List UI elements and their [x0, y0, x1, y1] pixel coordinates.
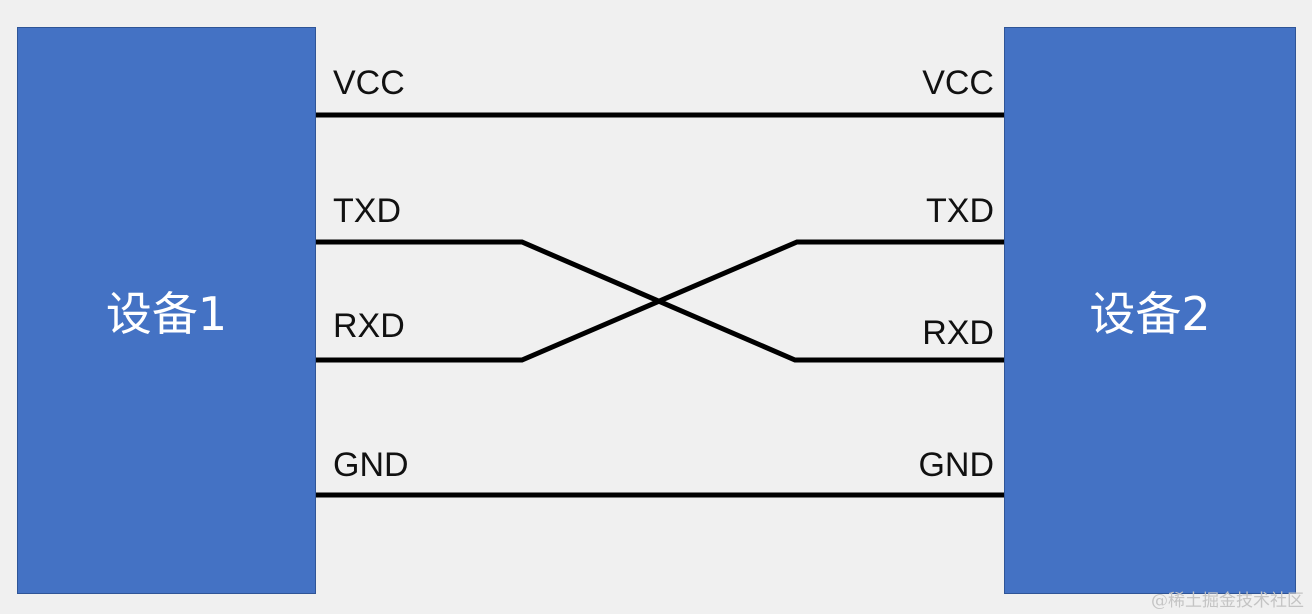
device-2-label: 设备2	[1089, 286, 1211, 341]
left-pin-txd-label: TXD	[333, 192, 401, 230]
right-pin-rxd-label: RXD	[922, 314, 994, 352]
wire-rxd-to-txd	[316, 239, 1004, 363]
right-pin-vcc-label: VCC	[922, 64, 994, 102]
right-pin-txd-label: TXD	[926, 192, 994, 230]
left-pin-vcc-label: VCC	[333, 64, 405, 102]
right-pin-gnd-label: GND	[918, 446, 994, 484]
watermark-text: @稀土掘金技术社区	[1151, 591, 1304, 611]
left-pin-gnd-label: GND	[333, 446, 409, 484]
device-2-box: 设备2	[1004, 27, 1296, 594]
device-1-label: 设备1	[105, 286, 228, 341]
device-1-box: 设备1	[17, 27, 316, 594]
left-pin-rxd-label: RXD	[333, 307, 405, 345]
